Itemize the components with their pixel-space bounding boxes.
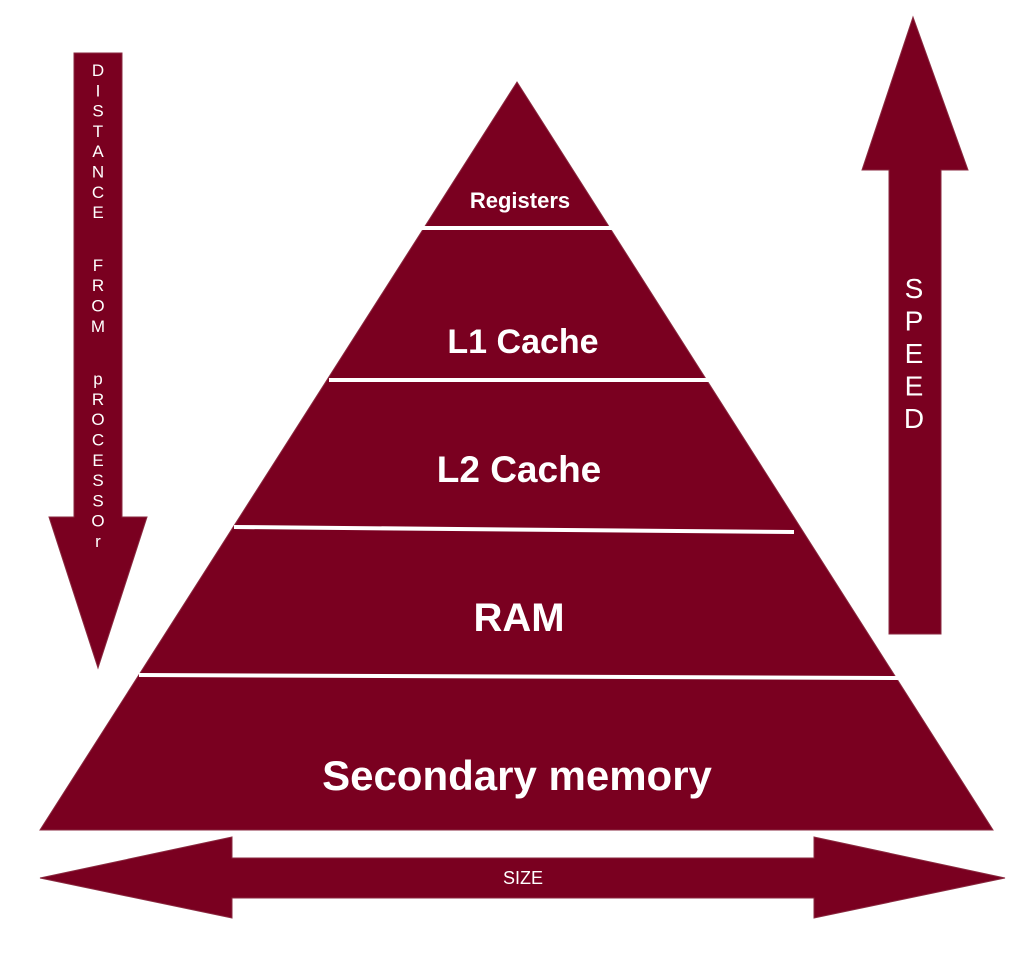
pyramid-shape [39, 81, 994, 831]
level-l1-cache: L1 Cache [447, 323, 598, 361]
level-separator [233, 525, 795, 534]
double-arrow-horizontal-icon [39, 836, 1006, 919]
size-arrow-label: SIZE [503, 868, 543, 888]
size-arrow: SIZE [39, 836, 1006, 919]
level-registers: Registers [470, 188, 570, 213]
memory-pyramid: Registers L1 Cache L2 Cache RAM Secondar… [39, 81, 994, 831]
level-separator [138, 673, 899, 680]
level-secondary-memory: Secondary memory [322, 752, 712, 799]
level-l2-cache: L2 Cache [437, 449, 602, 490]
arrow-down-icon [48, 52, 148, 670]
level-ram: RAM [473, 596, 564, 640]
arrow-up-icon [861, 15, 969, 635]
